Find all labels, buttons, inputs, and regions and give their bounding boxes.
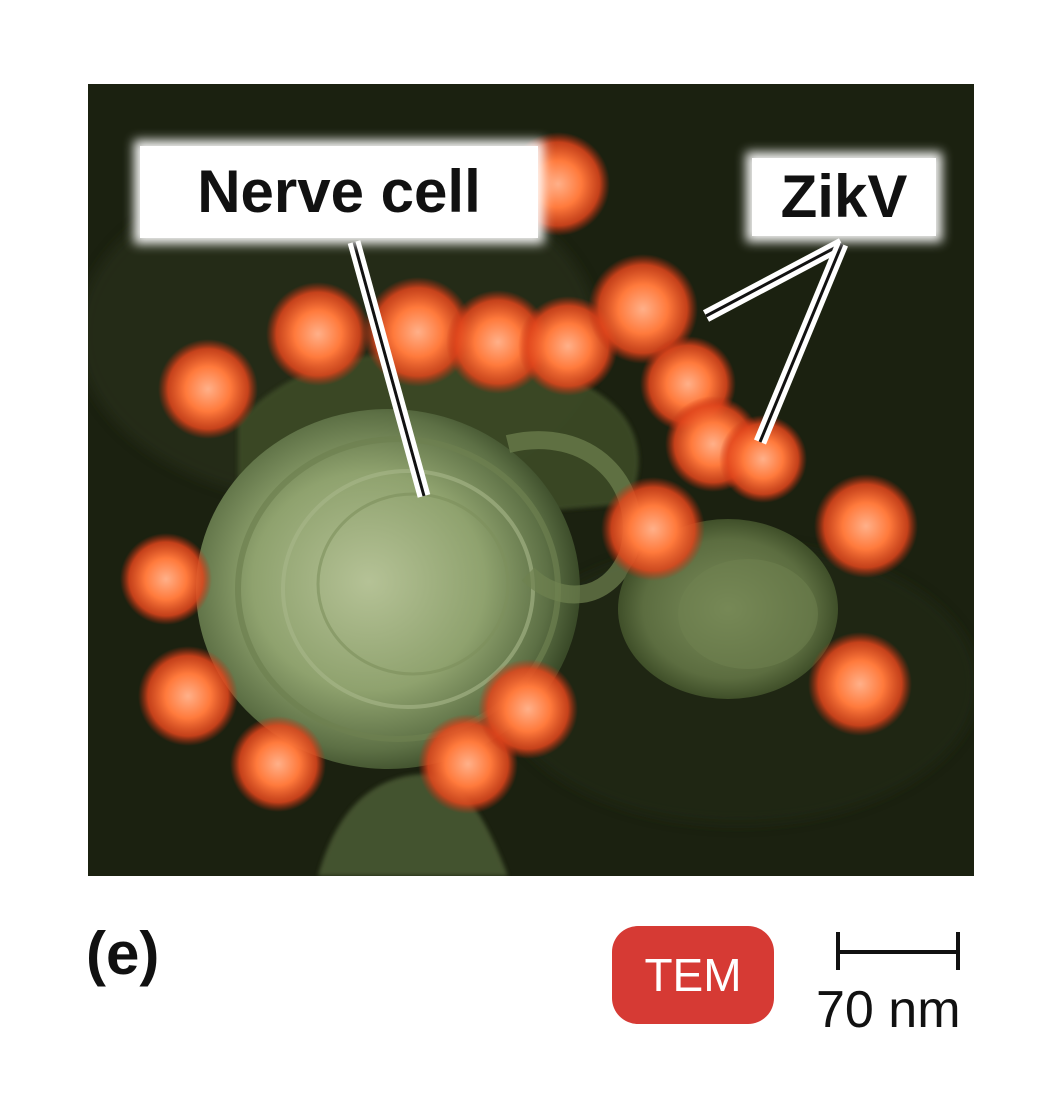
tem-badge: TEM bbox=[612, 926, 774, 1024]
panel-letter: (e) bbox=[86, 920, 160, 987]
zikv-leader-lines bbox=[702, 238, 849, 445]
micrograph-image: Nerve cell ZikV bbox=[88, 84, 974, 876]
nerve-cell-body bbox=[196, 409, 580, 769]
scale-bar bbox=[836, 932, 960, 970]
nerve-cell-label: Nerve cell bbox=[140, 146, 538, 238]
zikv-label: ZikV bbox=[752, 158, 936, 236]
scale-bar-label: 70 nm bbox=[816, 981, 961, 1039]
nerve-cell-leader-line bbox=[347, 240, 431, 498]
